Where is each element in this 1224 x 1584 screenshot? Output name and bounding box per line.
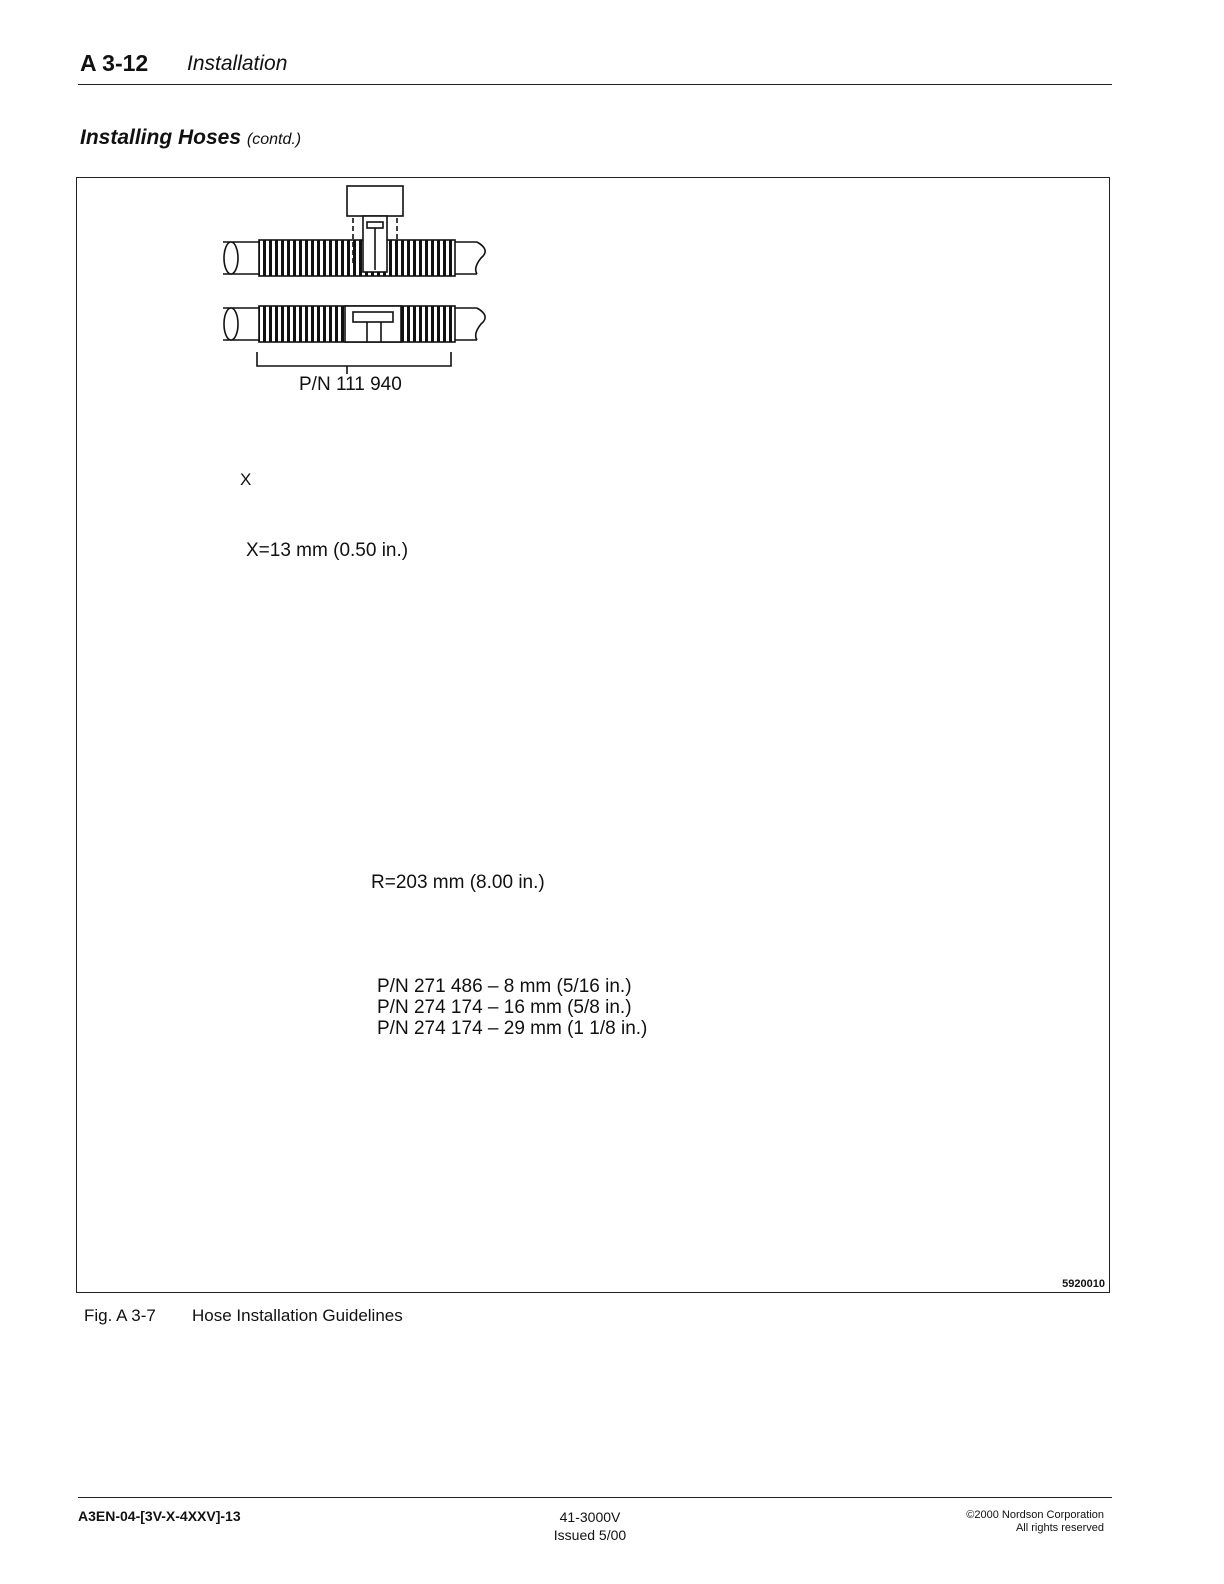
support-part-3: P/N 274 174 – 29 mm (1 1/8 in.) [377,1018,648,1039]
figure-caption-number: Fig. A 3-7 [84,1306,156,1325]
page-section-number: A 3-12 [80,50,149,76]
footer-copyright: ©2000 Nordson Corporation [966,1509,1104,1521]
figure-frame: P/N 111 940 X X=13 mm (0.50 in.) R=203 m… [76,177,1110,1293]
footer-manual-number: 41-3000V [559,1509,621,1525]
footer-manual-info: 41-3000V Issued 5/00 [520,1508,660,1544]
figure-caption-text: Hose Installation Guidelines [192,1306,403,1325]
chapter-title: Installation [187,52,288,75]
clamp-part-number: P/N 111 940 [299,374,402,395]
spacing-label: X=13 mm (0.50 in.) [246,540,409,561]
support-part-list: P/N 271 486 – 8 mm (5/16 in.) P/N 274 17… [377,976,647,1039]
spacing-marker: X [240,470,252,489]
footer-copyright-block: ©2000 Nordson Corporation All rights res… [880,1509,1104,1535]
support-part-1: P/N 271 486 – 8 mm (5/16 in.) [377,976,632,997]
hose-clamp-diagram [223,185,486,374]
section-title: Installing Hoses [80,126,242,149]
footer-issued: Issued 5/00 [553,1527,627,1543]
section-subtitle: (contd.) [246,131,302,148]
footer-doc-code: A3EN-04-[3V-X-4XXV]-13 [78,1508,241,1524]
bend-radius-label: R=203 mm (8.00 in.) [371,872,545,893]
footer-rule [78,1497,1112,1498]
section-heading: Installing Hoses (contd.) [80,126,301,150]
header-rule [78,84,1112,85]
footer-rights: All rights reserved [1015,1522,1104,1534]
hose-installation-illustration [223,185,486,374]
support-part-2: P/N 274 174 – 16 mm (5/8 in.) [377,997,632,1018]
figure-id: 5920010 [1062,1278,1105,1290]
